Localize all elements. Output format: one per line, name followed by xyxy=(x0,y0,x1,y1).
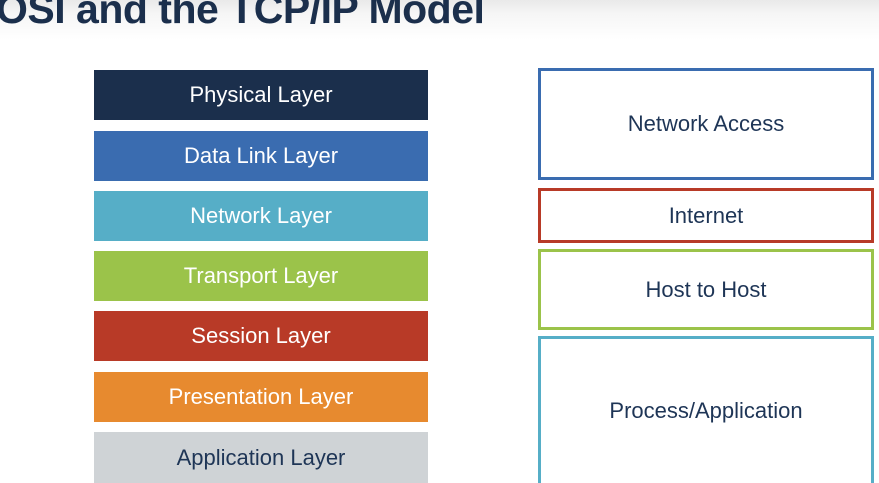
osi-layer-session: Session Layer xyxy=(94,311,428,361)
tcpip-layer-network-access: Network Access xyxy=(538,68,874,180)
osi-layer-presentation: Presentation Layer xyxy=(94,372,428,422)
tcpip-layer-process-application: Process/Application xyxy=(538,336,874,483)
slide-title: OSI and the TCP/IP Model xyxy=(0,0,485,32)
osi-layer-physical: Physical Layer xyxy=(94,70,428,120)
osi-layer-data-link: Data Link Layer xyxy=(94,131,428,181)
tcpip-layer-host-to-host: Host to Host xyxy=(538,249,874,330)
tcpip-layer-internet: Internet xyxy=(538,188,874,243)
osi-layer-network: Network Layer xyxy=(94,191,428,241)
osi-layer-transport: Transport Layer xyxy=(94,251,428,301)
osi-layer-application: Application Layer xyxy=(94,432,428,483)
